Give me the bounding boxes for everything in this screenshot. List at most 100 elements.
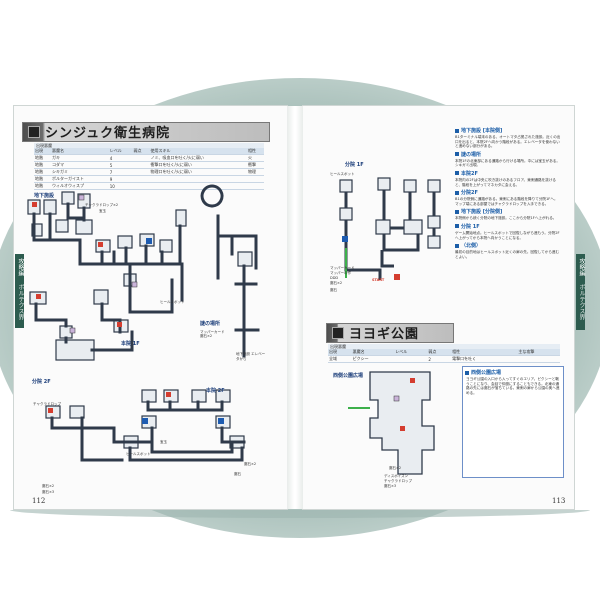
map-label-west-plaza: 西側公園広場 xyxy=(333,373,364,379)
map-corridor xyxy=(80,426,124,462)
enemy-table-cell: 火 xyxy=(246,154,264,162)
col-header: レベル xyxy=(108,148,133,155)
enemy-table-cell: 9 xyxy=(108,175,133,183)
section-title: シンジュク衛生病院 xyxy=(45,126,171,141)
map-room xyxy=(141,389,157,403)
note-body: B1の分院側に通路がある。東側にある階段を降りて分院1Fへ。マップ端にある部屋で… xyxy=(455,197,558,206)
enemy-table-cell: 地階 xyxy=(34,168,51,176)
enemy-table-cell: 物理口を吐く/火に弱い xyxy=(149,168,244,176)
col-header: 相性 xyxy=(246,148,264,155)
stairs-icon xyxy=(342,236,348,242)
left-page-number: 112 xyxy=(32,497,46,505)
enemy-table-cell: 衝撃口を吐く/火に弱い xyxy=(149,161,244,169)
enemy-table-cell: ポルターガイスト xyxy=(50,175,109,183)
item-label: 魔石×2 xyxy=(42,484,55,488)
map-room xyxy=(377,177,391,191)
item-label: 魔石×2 xyxy=(200,334,213,338)
enemy-table-cell xyxy=(243,154,247,162)
note-body: ゲーム開始地点。ヒールスポットで回復しながら進もう。分院2Fへ上がってから本院へ… xyxy=(455,230,560,240)
book-spine xyxy=(287,106,303,509)
note-heading: 地下施設 [本院側] xyxy=(455,127,561,134)
map-room xyxy=(191,389,207,403)
item-marker-icon xyxy=(36,294,41,299)
bullet-icon xyxy=(455,224,459,229)
enemy-table-cell xyxy=(394,355,428,363)
enemy-table-cell: ピクシー xyxy=(351,355,395,363)
item-marker-icon xyxy=(48,408,53,413)
item-label: 魔石 xyxy=(234,472,241,476)
item-label: 魔石×3 xyxy=(42,490,55,494)
section-banner-yoyogi: ヨヨギ公園 xyxy=(326,323,454,343)
note-title: 地下施設 [分院側] xyxy=(461,209,503,216)
note-title: 西側公園広場 xyxy=(471,370,502,376)
start-marker-icon xyxy=(394,274,400,280)
enemy-table-cell xyxy=(149,182,244,190)
branch-floor1-map xyxy=(339,177,441,280)
enemy-table-cell xyxy=(246,182,264,190)
note-title: 本院2F xyxy=(461,170,478,177)
enemy-table-cell xyxy=(243,161,247,169)
left-side-tab-label: 攻略編 xyxy=(17,258,24,276)
map-room xyxy=(427,215,441,229)
right-side-tab xyxy=(576,254,585,330)
enemy-table-caption: 出現悪魔 xyxy=(328,344,560,349)
note-heading: 西側公園広場 xyxy=(465,369,561,376)
map-room xyxy=(75,219,93,235)
item-label: 魔石×2 xyxy=(244,462,257,466)
enemy-table-cell: 物理 xyxy=(246,168,264,176)
note-body: 本院内の2Fは中央に吹き抜けのあるフロア。東側通路を抜けると、階段を上がってマネ… xyxy=(455,177,557,187)
map-room xyxy=(55,219,69,233)
enemy-table-cell xyxy=(132,168,150,176)
note-body: B1ターミナル端末のある、オートマタ占拠された施設。近くの出口を出ると、本院2F… xyxy=(455,135,561,149)
note-body: 本院1Fの北東部にある通路から行ける場所。中には宝玉がある。シキガミ出現。 xyxy=(455,158,560,168)
item-marker-icon xyxy=(117,322,122,327)
map-room xyxy=(117,235,133,249)
map-room xyxy=(375,219,391,235)
enemy-table-cell: ガキ xyxy=(50,154,109,162)
item-label: 魔石×2 xyxy=(330,281,343,285)
map-corridor xyxy=(50,400,246,462)
col-header: 弱点 xyxy=(427,349,452,356)
item-marker-icon xyxy=(98,242,103,247)
bullet-icon xyxy=(455,128,459,133)
enemy-table-cell xyxy=(132,161,150,169)
enemy-table-cell: シキガミ xyxy=(50,168,109,176)
enemy-table-cell: ノミ、吸血口を吐く/火に弱い xyxy=(149,154,244,162)
enemy-table-cell: 地階 xyxy=(34,154,51,162)
right-page-number: 113 xyxy=(552,497,566,505)
enemy-table-cell: 地階 xyxy=(34,182,51,190)
note-heading: （北側） xyxy=(455,242,561,249)
enemy-table-cell xyxy=(149,175,244,183)
item-label: マッパーカード xyxy=(200,330,225,334)
col-header: 出現 xyxy=(328,349,352,356)
shinjuku-map xyxy=(27,184,260,462)
stairs-icon xyxy=(218,418,224,424)
enemy-table-cell: 10 xyxy=(108,182,133,190)
item-label: マッパーの作 xyxy=(330,271,351,275)
frame-shadow xyxy=(10,510,590,518)
item-label: ヒールスポット xyxy=(126,452,151,456)
enemy-table-caption: 出現悪魔 xyxy=(34,143,264,148)
enemy-table-header: 出現 悪魔名 レベル 弱点 相性 主な攻撃 xyxy=(328,349,560,356)
item-label: 魔石×2 xyxy=(389,466,402,470)
section-banner-shinjuku: シンジュク衛生病院 xyxy=(22,122,270,142)
note-heading: 謎の場所 xyxy=(455,151,561,158)
map-label-mystery: 謎の場所 xyxy=(200,321,221,327)
left-side-tab-label-2: ボルテクス界 xyxy=(17,284,24,320)
bullet-icon xyxy=(455,190,459,195)
bullet-icon xyxy=(455,152,459,157)
map-label-b1: 地下施設 xyxy=(34,193,55,199)
enemy-table-cell xyxy=(243,168,247,176)
note-body: 最初の目的地はヒールスポット近くの扉の先。回復してから進むとよい。 xyxy=(455,250,560,259)
map-room xyxy=(61,191,75,205)
stairs-icon xyxy=(146,238,152,244)
section-title-yoyogi: ヨヨギ公園 xyxy=(349,327,420,342)
map-room xyxy=(175,209,187,227)
map-room xyxy=(159,239,173,253)
map-corridor xyxy=(34,302,134,352)
note-title: 地下施設 [本院側] xyxy=(461,128,503,134)
treasure-icon xyxy=(393,395,400,402)
